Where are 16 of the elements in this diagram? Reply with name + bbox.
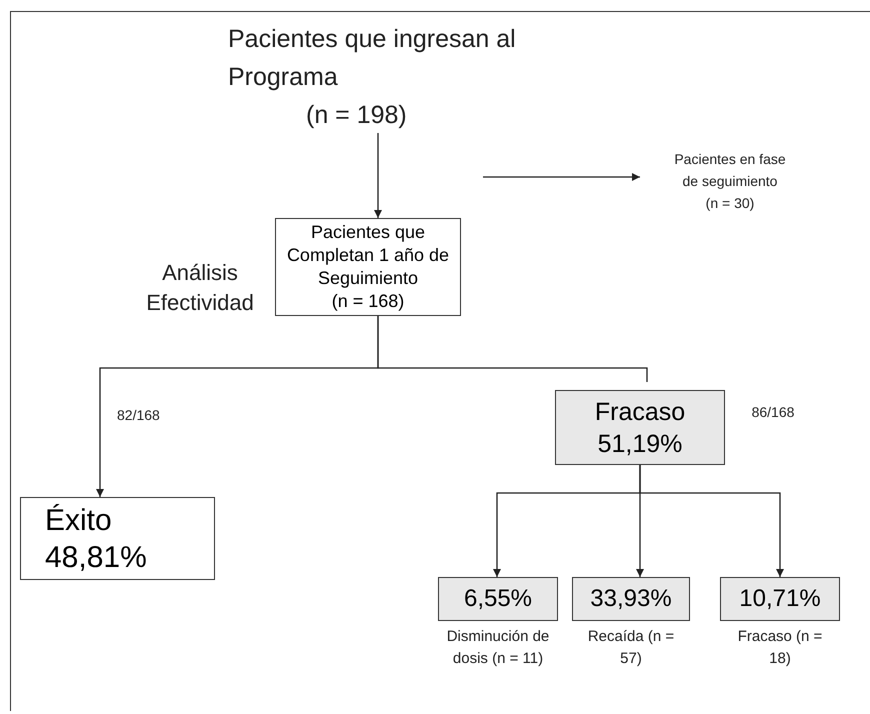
result-box: 33,93%	[572, 577, 690, 621]
arrow	[374, 133, 382, 218]
result-box: 6,55%	[438, 577, 558, 621]
node-text: Pacientes en fase de seguimiento (n = 30)	[645, 148, 815, 226]
node-caption: Fracaso (n = 18)	[736, 627, 824, 669]
result-box: Éxito 48,81%	[20, 497, 215, 580]
arrow	[483, 173, 640, 181]
arrow	[639, 465, 784, 577]
node-caption: Recaída (n = 57)	[586, 627, 676, 669]
process-box: Pacientes que Completan 1 año de Seguimiento (n = 168)	[275, 218, 461, 316]
result-box: Fracaso 51,19%	[555, 390, 725, 465]
node-text: Pacientes que ingresan al Programa (n = 198)	[228, 20, 518, 133]
node-caption: Disminución de dosis (n = 11)	[446, 627, 550, 669]
result-box: 10,71%	[720, 577, 840, 621]
node-caption: 86/168	[750, 403, 796, 422]
side-label: Análisis Efectividad	[145, 259, 255, 317]
